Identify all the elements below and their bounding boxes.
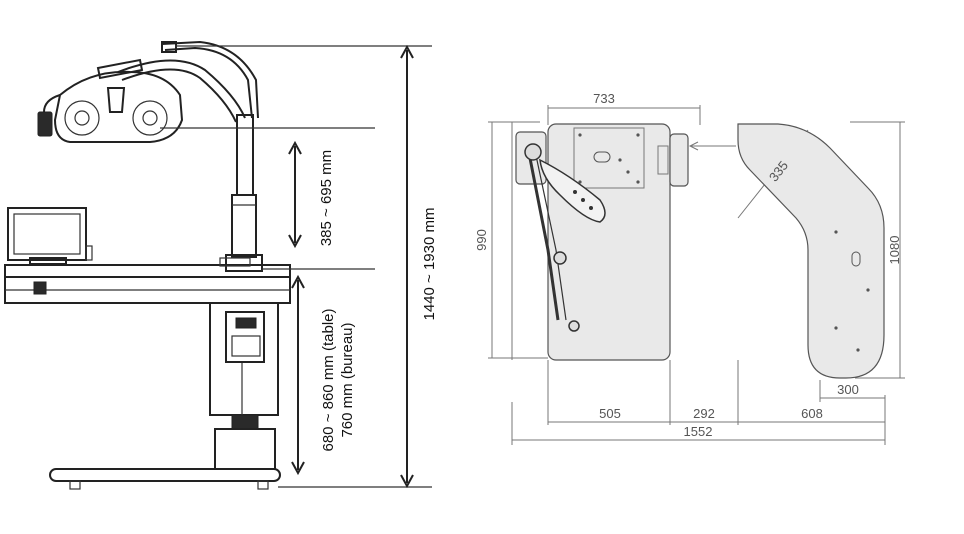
column [225,114,263,272]
top-view: 733 990 335 1080 300 505 292 608 1552 [474,91,905,445]
desk-top-outline [737,123,885,379]
monitor [7,207,93,265]
dim-depth-left-label: 990 [474,229,489,251]
base-foot [49,468,281,490]
dim-unit-width-label: 733 [593,91,615,106]
phoropter-head [37,58,184,143]
arrow-connector [688,141,736,151]
dim-seg-3-label: 608 [801,406,823,421]
side-view: 385 ~ 695 mm 680 ~ 860 mm (table) 760 mm… [4,40,438,490]
dim-total-width-label: 1552 [684,424,713,439]
dim-table-height-label-1: 680 ~ 860 mm (table) [320,309,337,452]
dim-arrows-side [288,44,414,489]
dim-lamp-height-label: 385 ~ 695 mm [318,150,335,246]
dim-seg-1-label: 505 [599,406,621,421]
dim-arm-tip-label: 300 [837,382,859,397]
phoropter-arm-top [515,131,606,332]
dim-seg-2-label: 292 [693,406,715,421]
dim-depth-right-label: 1080 [887,236,902,265]
table-top [4,257,291,304]
reference-lines [160,45,432,488]
lamp-arm [117,40,259,123]
dim-table-height-label-2: 760 mm (bureau) [339,322,356,437]
pedestal [209,302,279,470]
dim-total-height-label: 1440 ~ 1930 mm [421,208,438,321]
